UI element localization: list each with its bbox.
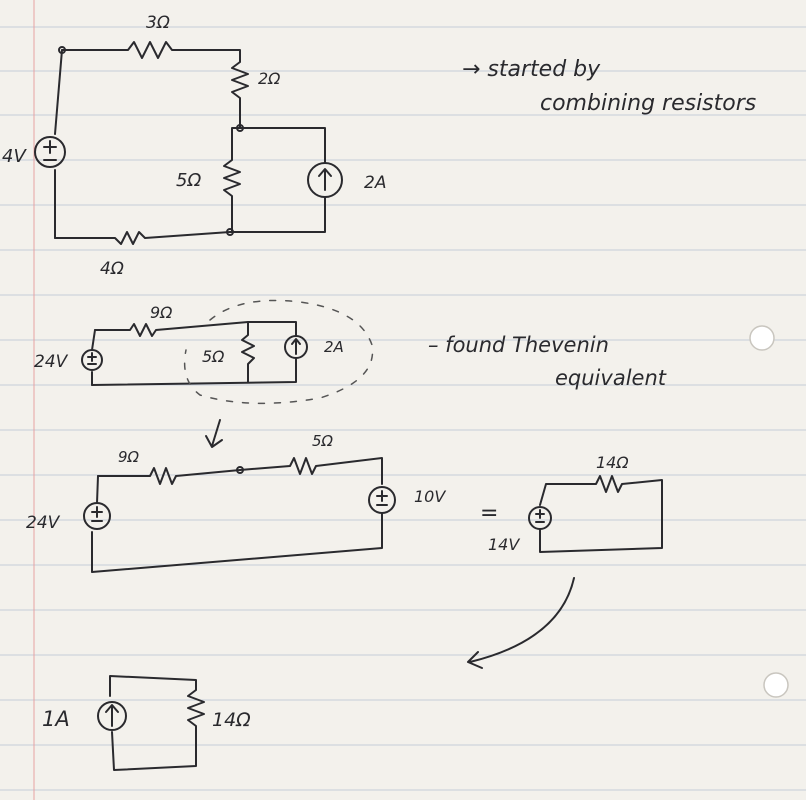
c1-source-i-label: 2A	[364, 173, 386, 193]
note-step2-line2: equivalent	[555, 366, 667, 390]
note-step2-line1: – found Thevenin	[428, 333, 609, 357]
c2-source-i-label: 2A	[324, 338, 344, 356]
c3-source-v2-label: 10V	[414, 487, 446, 506]
c5-r-label: 14Ω	[212, 709, 251, 731]
c5-source-i-label: 1A	[42, 707, 70, 731]
voltage-source-4v	[34, 136, 66, 168]
circuit-2-simplified: 9Ω 5Ω 24V 2A	[34, 299, 374, 405]
arrow-down-icon	[205, 419, 223, 448]
c4-r-label: 14Ω	[596, 453, 629, 472]
circuit-3-thevenin: 9Ω 5Ω 24V 10V	[26, 432, 446, 573]
c1-r-right-label: 2Ω	[258, 69, 281, 88]
punch-hole	[749, 325, 775, 351]
c2-r-series-label: 9Ω	[150, 303, 173, 322]
c2-source-v-label: 24V	[34, 352, 69, 372]
c1-r-bottom-label: 4Ω	[100, 259, 124, 279]
c3-r-right-label: 5Ω	[312, 432, 334, 450]
punch-hole	[763, 672, 789, 698]
voltage-source-14v	[528, 506, 552, 530]
circuit-1-original: 3Ω 2Ω 5Ω 4Ω 4V 2A	[2, 13, 386, 279]
circuit-5-norton: 1A 14Ω	[42, 675, 251, 771]
c4-source-v-label: 14V	[488, 535, 520, 554]
c1-source-v-label: 4V	[2, 146, 27, 167]
c3-source-v-label: 24V	[26, 513, 61, 533]
c2-r-parallel-label: 5Ω	[202, 347, 225, 366]
equals-sign: =	[480, 501, 498, 526]
note-step1-line1: → started by	[462, 57, 601, 82]
c3-r-left-label: 9Ω	[118, 448, 140, 466]
curved-arrow-icon	[467, 577, 575, 669]
c1-r-mid-label: 5Ω	[176, 170, 201, 191]
note-step1-line2: combining resistors	[540, 91, 756, 116]
circuit-4-equivalent: 14Ω 14V	[488, 453, 663, 554]
c1-r-top-label: 3Ω	[146, 13, 170, 33]
current-source-1a	[97, 701, 127, 731]
